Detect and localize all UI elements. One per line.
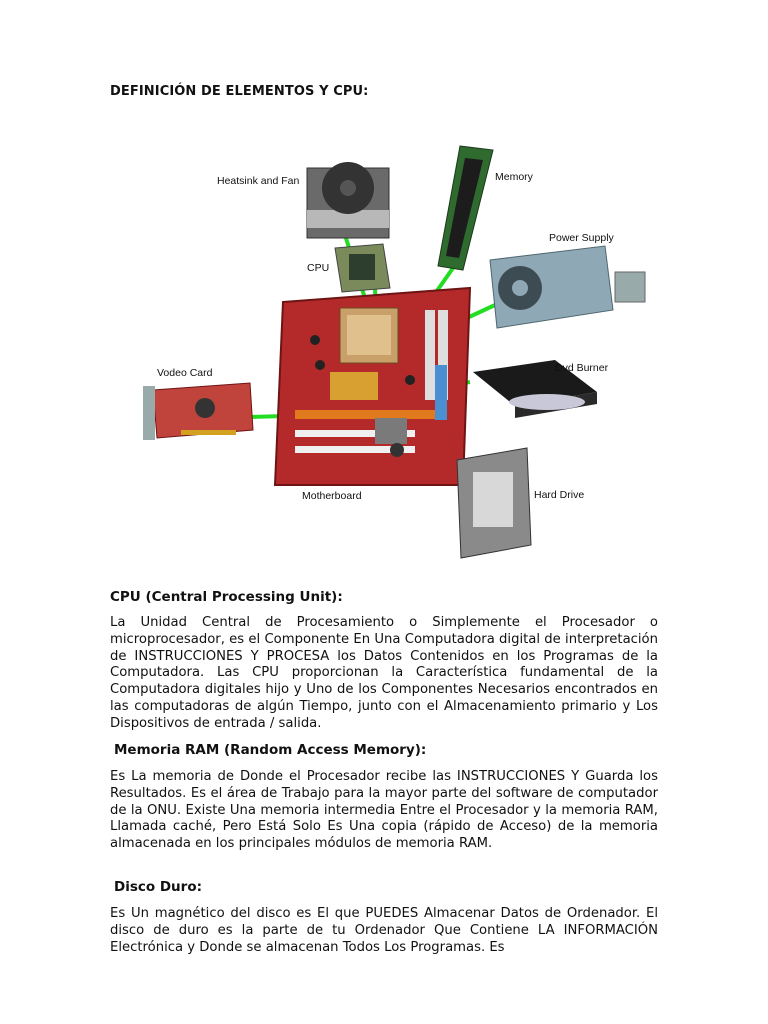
label-dvd-burner: Dvd Burner <box>555 362 609 374</box>
section-heading-hdd: Disco Duro: <box>114 879 202 895</box>
video-card-illustration <box>143 382 254 440</box>
label-video-card: Vodeo Card <box>157 367 213 379</box>
section-body-hdd: Es Un magnético del disco es El que PUED… <box>110 906 658 955</box>
label-memory: Memory <box>495 171 534 183</box>
section-body-ram: Es La memoria de Donde el Procesador rec… <box>110 769 658 852</box>
label-cpu: CPU <box>307 262 329 274</box>
section-body-cpu: La Unidad Central de Procesamiento o Sim… <box>110 615 658 731</box>
page-title: DEFINICIÓN DE ELEMENTOS Y CPU: <box>110 84 369 99</box>
heatsink-fan-illustration <box>306 162 390 239</box>
section-heading-ram: Memoria RAM (Random Access Memory): <box>114 742 427 758</box>
section-heading-cpu: CPU (Central Processing Unit): <box>110 589 343 605</box>
dvd-burner-illustration <box>473 360 597 418</box>
components-diagram: Heatsink and Fan CPU Memory Power Supply… <box>143 145 646 559</box>
hard-drive-illustration <box>456 447 532 559</box>
label-hard-drive: Hard Drive <box>534 489 584 501</box>
power-supply-illustration <box>489 245 646 329</box>
label-power-supply: Power Supply <box>549 232 615 244</box>
label-heatsink: Heatsink and Fan <box>217 175 299 187</box>
cpu-chip-illustration <box>334 243 391 293</box>
label-motherboard: Motherboard <box>302 490 362 502</box>
motherboard-illustration <box>273 286 472 486</box>
computer-components-figure: Heatsink and Fan CPU Memory Power Supply… <box>135 140 665 560</box>
memory-module-illustration <box>437 145 494 271</box>
